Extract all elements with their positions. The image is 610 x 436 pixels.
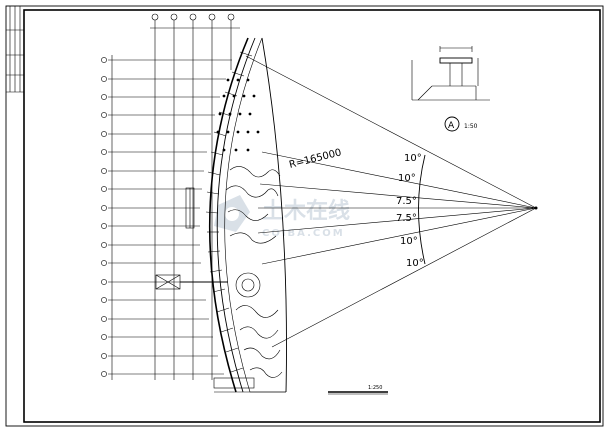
vertical-grid xyxy=(150,13,240,380)
center-point xyxy=(534,206,538,210)
outer-frame xyxy=(5,5,604,427)
horizontal-grid xyxy=(101,55,232,380)
scale-bar xyxy=(328,391,388,395)
angle-label-5: 10° xyxy=(400,236,418,247)
angle-label-6: 10° xyxy=(406,258,424,269)
inner-frame xyxy=(23,9,601,423)
side-furniture xyxy=(155,187,286,393)
angle-label-2: 10° xyxy=(398,173,416,184)
watermark-en: COIBA.COM xyxy=(262,228,345,239)
watermark: 土木在线 COIBA.COM xyxy=(214,195,350,239)
radius-label: R=165000 xyxy=(288,147,343,171)
angle-label-4: 7.5° xyxy=(396,213,417,224)
detail-marker-circle xyxy=(444,116,460,132)
watermark-logo-icon xyxy=(214,195,250,232)
angle-label-1: 10° xyxy=(404,153,422,164)
planting-outlines xyxy=(225,166,283,378)
watermark-cn: 土木在线 xyxy=(262,198,350,224)
curved-facade xyxy=(155,37,287,393)
detail-section xyxy=(411,46,490,101)
main-scale-label: 1:250 xyxy=(368,385,382,391)
detail-marker-letter: A xyxy=(448,121,455,131)
title-strip xyxy=(6,6,24,93)
angle-label-3: 7.5° xyxy=(396,196,417,207)
angle-rays xyxy=(245,55,538,348)
tree-grid xyxy=(216,78,260,152)
detail-scale: 1:50 xyxy=(464,123,478,130)
